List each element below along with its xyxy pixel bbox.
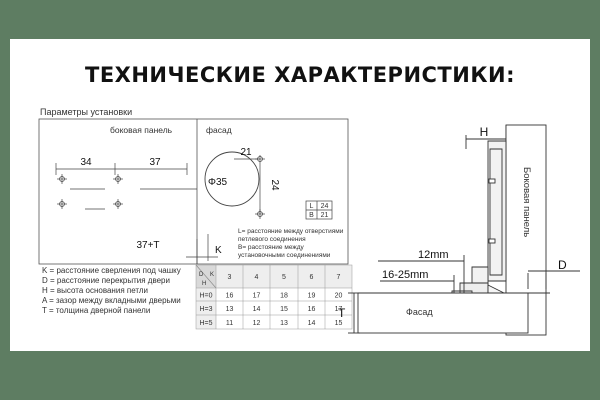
installation-frame [38,118,349,265]
lb-row-value: 24 [321,203,329,210]
t-label: T [338,306,346,320]
lb-row-value: 21 [321,212,329,219]
dim-16-25mm-text: 16-25mm [382,269,428,281]
facade-right-label: Фасад [406,307,433,317]
lb-note-line: B= расстояние между [238,244,304,251]
legend-item: T = толщина дверной панели [42,306,150,315]
table-cell: 15 [280,306,288,313]
legend-item: K = расстояние сверления под чашку [42,266,181,275]
legend-item: D = расстояние перекрытия двери [42,276,170,285]
lb-note-line: L= расстояние между отверстиями [238,228,344,235]
screw-hole-icon [255,156,265,162]
dim-12mm-text: 12mm [418,249,449,261]
lb-note-line: установочными соединениями [238,252,331,259]
dim-37-text: 37 [149,157,161,168]
screw-hole-icon [113,199,123,209]
table-row-label: H=0 [199,293,212,300]
table-row-label: H=3 [199,306,212,313]
lb-table: L 24 B 21 [305,200,333,220]
table-row-label: H=5 [199,320,212,327]
side-panel-label: боковая панель [110,125,173,135]
legend-item: A = зазор между вкладными дверьми [42,296,181,305]
table-cell: 17 [253,293,261,300]
dim-34-text: 34 [80,157,92,168]
table-cell: 11 [226,320,233,327]
dimension-37: 37 [115,157,188,175]
table-cell: 16 [226,293,234,300]
side-panel-vertical-label: Боковая панель [521,167,532,237]
dim-k-text: K [215,245,222,256]
dim-21-text: 21 [240,147,252,158]
lb-row-label: B [309,212,314,219]
screw-hole-icon [113,174,123,184]
facade-label: фасад [206,125,232,135]
lb-row-label: L [310,203,314,210]
table-cell: 18 [280,293,288,300]
installation-heading: Параметры установки [40,107,132,117]
table-cell: 14 [308,320,316,327]
dim-37t-text: 37+T [136,240,159,251]
d-label: D [558,258,567,272]
table-header-cell: 4 [255,274,259,281]
dim-phi35-text: Φ35 [208,177,228,188]
page-title: ТЕХНИЧЕСКИЕ ХАРАКТЕРИСТИКИ: [85,63,515,87]
dim-24-text: 24 [269,179,280,191]
screw-holes [57,174,123,209]
overlay-table: D K H 3 4 5 6 7H=0 16 17 18 19 20H=3 13 14 15 16 17H=5… [195,264,353,330]
legend: K = расстояние сверления под чашку D = р… [42,266,181,315]
h-label: H [480,125,489,139]
table-header-cell: 3 [228,274,232,281]
table-cell: 19 [308,293,316,300]
dimension-k: K [186,234,222,264]
table-cell: 12 [253,320,261,327]
table-header-cell: 6 [310,274,314,281]
table-header-cell: 7 [337,274,341,281]
lb-note-line: петлевого соединения [238,236,306,243]
screw-hole-icon [255,209,265,219]
hinge-side-view [348,124,580,336]
table-cell: 14 [253,306,261,313]
table-cell: 15 [335,320,343,327]
legend-item: H = высота основания петли [42,286,148,295]
table-header-cell: 5 [282,274,286,281]
table-corner-h: H [202,281,206,287]
dimension-34: 34 [55,157,116,175]
table-cell: 13 [226,306,234,313]
technical-drawing: Параметры установки боковая панель фасад… [38,107,580,336]
screw-hole-icon [57,174,67,184]
table-corner-d: D [199,272,204,278]
table-cell: 17 [335,306,343,313]
table-cell: 16 [308,306,316,313]
cup-hole: Φ35 21 24 [204,147,280,219]
table-corner-k: K [210,272,214,278]
info-card: ТЕХНИЧЕСКИЕ ХАРАКТЕРИСТИКИ: Параметры ус… [10,39,590,351]
table-cell: 20 [335,293,343,300]
table-cell: 13 [280,320,288,327]
screw-hole-icon [57,199,67,209]
